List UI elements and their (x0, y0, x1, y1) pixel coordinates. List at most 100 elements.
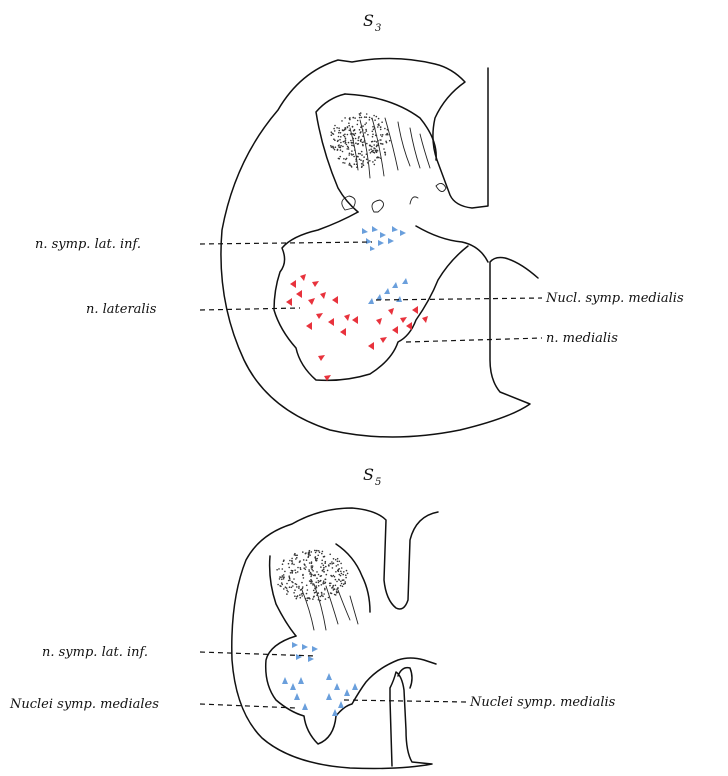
stipple-dot (372, 126, 374, 128)
stipple-dot (377, 150, 379, 152)
stipple-dot (286, 583, 288, 585)
stipple-dot (324, 589, 326, 591)
stipple-dot (346, 570, 348, 572)
stipple-dot (299, 594, 301, 596)
stipple-dot (345, 142, 347, 144)
stipple-dot (361, 117, 363, 119)
s3-dorsal-fibres (350, 118, 430, 178)
stipple-dot (354, 163, 356, 165)
stipple-dot (293, 578, 295, 580)
s3-label-medialis: n. medialis (546, 331, 618, 346)
stipple-dot (333, 147, 335, 149)
stipple-dot (389, 140, 391, 142)
stipple-dot (339, 156, 341, 158)
stipple-dot (376, 144, 378, 146)
s3-outer-outline (221, 58, 538, 437)
stipple-dot (360, 126, 362, 128)
stipple-dot (297, 567, 299, 569)
stipple-dot (333, 562, 335, 564)
stipple-dot (282, 568, 284, 570)
stipple-dot (365, 129, 367, 131)
stipple-dot (276, 569, 278, 571)
stipple-dot (360, 141, 362, 143)
stipple-dot (331, 131, 333, 133)
stipple-dot (364, 116, 366, 118)
stipple-dot (310, 579, 312, 581)
section-s3: S 3 (35, 11, 684, 437)
stipple-dot (351, 166, 353, 168)
s3-leader-lateralis (200, 308, 300, 310)
stipple-dot (348, 125, 350, 127)
stipple-dot (342, 129, 344, 131)
stipple-dot (336, 581, 338, 583)
stipple-dot (316, 560, 318, 562)
stipple-dot (337, 558, 339, 560)
stipple-dot (338, 144, 340, 146)
stipple-dot (374, 148, 376, 150)
stipple-dot (377, 126, 379, 128)
stipple-dot (319, 581, 321, 583)
stipple-dot (329, 585, 331, 587)
stipple-dot (372, 141, 374, 143)
stipple-dot (313, 596, 315, 598)
s3-loop-4 (410, 197, 418, 204)
stipple-dot (297, 571, 299, 573)
stipple-dot (334, 576, 336, 578)
stipple-dot (351, 142, 353, 144)
stipple-dot (360, 139, 362, 141)
stipple-dot (283, 574, 285, 576)
stipple-dot (350, 133, 352, 135)
stipple-dot (380, 126, 382, 128)
stipple-dot (315, 552, 317, 554)
stipple-dot (385, 154, 387, 156)
stipple-dot (296, 598, 298, 600)
stipple-dot (374, 127, 376, 129)
stipple-dot (322, 551, 324, 553)
stipple-dot (335, 571, 337, 573)
s3-label-nucl-symp-medialis: Nucl. symp. medialis (545, 291, 684, 306)
stipple-dot (296, 555, 298, 557)
stipple-dot (338, 579, 340, 581)
stipple-dot (369, 144, 371, 146)
stipple-dot (321, 563, 323, 565)
stipple-dot (321, 584, 323, 586)
stipple-dot (321, 560, 323, 562)
stipple-dot (340, 563, 342, 565)
stipple-dot (293, 564, 295, 566)
stipple-dot (316, 578, 318, 580)
stipple-dot (317, 555, 319, 557)
stipple-dot (310, 583, 312, 585)
stipple-dot (352, 154, 354, 156)
stipple-dot (301, 589, 303, 591)
stipple-dot (301, 595, 303, 597)
stipple-dot (284, 571, 286, 573)
stipple-dot (339, 561, 341, 563)
stipple-dot (339, 139, 341, 141)
stipple-dot (315, 585, 317, 587)
stipple-dot (311, 567, 313, 569)
stipple-dot (289, 586, 291, 588)
stipple-dot (279, 585, 281, 587)
stipple-dot (289, 560, 291, 562)
stipple-dot (292, 562, 294, 564)
stipple-dot (336, 127, 338, 129)
stipple-dot (348, 154, 350, 156)
stipple-dot (356, 164, 358, 166)
stipple-dot (369, 117, 371, 119)
stipple-dot (360, 159, 362, 161)
stipple-dot (324, 562, 326, 564)
stipple-dot (343, 579, 345, 581)
stipple-dot (286, 590, 288, 592)
stipple-dot (316, 550, 318, 552)
stipple-dot (311, 561, 313, 563)
stipple-dot (335, 146, 337, 148)
stipple-dot (387, 129, 389, 131)
stipple-dot (309, 598, 311, 600)
s5-dorsal-horn-outline (270, 544, 370, 636)
stipple-dot (375, 134, 377, 136)
s3-central-canal-outline (416, 226, 488, 262)
stipple-dot (351, 153, 353, 155)
s5-label-nuclei-symp-mediales: Nuclei symp. mediales (9, 697, 159, 712)
s5-stipple (276, 550, 348, 602)
stipple-dot (301, 593, 303, 595)
